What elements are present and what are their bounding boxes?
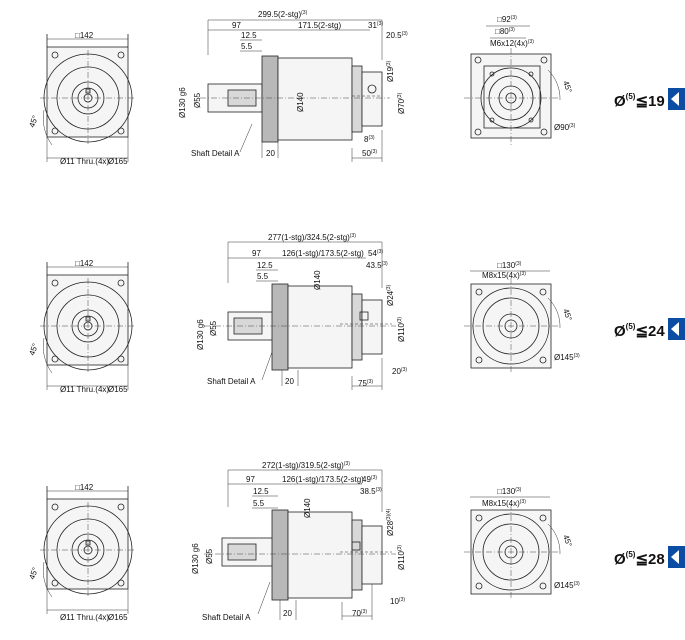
side-dia55: Ø55 <box>205 548 214 564</box>
row-2: □142 45° Ø11 Thru.(4x) Ø165 <box>27 233 685 394</box>
shaft-detail-label: Shaft Detail A <box>202 613 251 622</box>
side-97-dim: 97 <box>246 475 255 484</box>
shaft-detail-label: Shaft Detail A <box>207 377 256 386</box>
front-holes-label: Ø11 Thru.(4x) <box>60 157 109 166</box>
flange-view: □92(3) □80(3) M6x12(4x)(3) 45° Ø90(3) <box>464 15 576 146</box>
side-dia140: Ø140 <box>296 92 305 112</box>
flange-sq-top: □130(3) <box>497 487 522 496</box>
side-97-dim: 97 <box>252 249 261 258</box>
side-dia55: Ø55 <box>209 320 218 336</box>
flange-pcd: Ø145(3) <box>554 353 580 362</box>
side-31-dim: 31(3) <box>368 21 383 30</box>
front-pcd-label: Ø165 <box>108 613 128 622</box>
side-total-dim: 272(1-stg)/319.5(2-stg)(3) <box>262 461 350 470</box>
flange-pcd: Ø90(3) <box>554 123 576 132</box>
row-marker-icon[interactable] <box>668 318 685 340</box>
side-205-dim: 43.5(3) <box>366 261 388 270</box>
front-angle-label: 45° <box>27 566 40 580</box>
flange-view: □130(3) M8x15(4x)(3) 45° Ø145(3) <box>464 261 580 374</box>
side-50-dim: 75(3) <box>358 379 373 388</box>
side-total-dim: 277(1-stg)/324.5(2-stg)(3) <box>268 233 356 242</box>
front-angle-label: 45° <box>27 342 40 356</box>
side-dia-in1: Ø28(3)(4) <box>386 508 395 536</box>
flange-thread: M8x15(4x)(3) <box>482 271 526 280</box>
side-body-dim: 171.5(2-stg) <box>298 21 341 30</box>
side-205-dim: 20.5(3) <box>386 31 408 40</box>
side-8-dim: 20(3) <box>392 367 407 376</box>
side-dia140: Ø140 <box>313 270 322 290</box>
side-125-dim: 12.5 <box>253 487 269 496</box>
row-3: □142 45° Ø11 Thru.(4x) Ø165 <box>27 461 685 622</box>
side-50-dim: 50(3) <box>362 149 377 158</box>
side-55-dim: 5.5 <box>241 42 253 51</box>
side-body-dim: 126(1-stg)/173.5(2-stg) <box>282 475 364 484</box>
ratio-label: Ø(5)≦28 <box>614 550 665 568</box>
row-marker-icon[interactable] <box>668 88 685 110</box>
side-125-dim: 12.5 <box>257 261 273 270</box>
side-body-dim: 126(1-stg)/173.5(2-stg) <box>282 249 364 258</box>
side-31-dim: 54(3) <box>368 249 383 258</box>
front-pcd-label: Ø165 <box>108 385 128 394</box>
side-205-dim: 38.5(3) <box>360 487 382 496</box>
side-view: 299.5(2-stg)(3) 97 171.5(2-stg) 31(3) 20… <box>178 10 408 162</box>
flange-thread: M6x12(4x)(3) <box>490 39 534 48</box>
side-50-dim: 70(3) <box>352 609 367 618</box>
side-55-dim: 5.5 <box>253 499 265 508</box>
side-125-dim: 12.5 <box>241 31 257 40</box>
shaft-detail-label: Shaft Detail A <box>191 149 240 158</box>
flange-angle: 45° <box>561 534 574 548</box>
side-dia130: Ø130 g6 <box>191 543 200 574</box>
svg-text:Ø(5)≦28: Ø(5)≦28 <box>614 550 665 568</box>
flange-angle: 45° <box>561 308 574 322</box>
front-view: □142 45° Ø11 Thru.(4x) Ø165 <box>27 31 136 166</box>
front-holes-label: Ø11 Thru.(4x) <box>60 613 109 622</box>
front-angle-label: 45° <box>27 114 40 128</box>
side-dia140: Ø140 <box>303 498 312 518</box>
side-dia-in1: Ø24(3) <box>386 284 395 306</box>
front-square-label: □142 <box>75 31 94 40</box>
svg-text:Ø(5)≦24: Ø(5)≦24 <box>614 322 665 340</box>
side-dia-in2: Ø110(3) <box>397 317 406 342</box>
side-view: 277(1-stg)/324.5(2-stg)(3) 97 126(1-stg)… <box>196 233 407 390</box>
ratio-label: Ø(5)≦19 <box>614 92 665 110</box>
side-dia130: Ø130 g6 <box>196 319 205 350</box>
front-square-label: □142 <box>75 259 94 268</box>
side-20-dim: 20 <box>266 149 275 158</box>
side-55-dim: 5.5 <box>257 272 269 281</box>
side-view: 272(1-stg)/319.5(2-stg)(3) 97 126(1-stg)… <box>191 461 406 622</box>
side-31-dim: 49(3) <box>362 475 377 484</box>
svg-text:Ø(5)≦19: Ø(5)≦19 <box>614 92 665 110</box>
side-20-dim: 20 <box>285 377 294 386</box>
row-marker-icon[interactable] <box>668 546 685 568</box>
ratio-label: Ø(5)≦24 <box>614 322 665 340</box>
front-pcd-label: Ø165 <box>108 157 128 166</box>
side-dia-in2: Ø70(3) <box>397 92 406 114</box>
side-total-dim: 299.5(2-stg)(3) <box>258 10 308 19</box>
front-view: □142 45° Ø11 Thru.(4x) Ø165 <box>27 483 136 622</box>
flange-sq-mid: □80(3) <box>495 27 515 36</box>
front-view: □142 45° Ø11 Thru.(4x) Ø165 <box>27 259 136 394</box>
side-8-dim: 10(3) <box>390 597 405 606</box>
flange-sq-top: □130(3) <box>497 261 522 270</box>
row-1: □142 45° Ø11 Thru.(4x) Ø165 <box>27 10 685 166</box>
side-8-dim: 8(3) <box>364 135 375 144</box>
side-97-dim: 97 <box>232 21 241 30</box>
flange-pcd: Ø145(3) <box>554 581 580 590</box>
flange-thread: M8x15(4x)(3) <box>482 499 526 508</box>
side-dia-in1: Ø19(3) <box>386 60 395 82</box>
side-dia130: Ø130 g6 <box>178 87 187 118</box>
front-square-label: □142 <box>75 483 94 492</box>
flange-angle: 45° <box>561 80 574 94</box>
flange-view: □130(3) M8x15(4x)(3) 45° Ø145(3) <box>464 487 580 600</box>
side-dia-in2: Ø110(3) <box>397 545 406 570</box>
front-holes-label: Ø11 Thru.(4x) <box>60 385 109 394</box>
flange-sq-top: □92(3) <box>497 15 517 24</box>
side-dia55: Ø55 <box>193 92 202 108</box>
side-20-dim: 20 <box>283 609 292 618</box>
